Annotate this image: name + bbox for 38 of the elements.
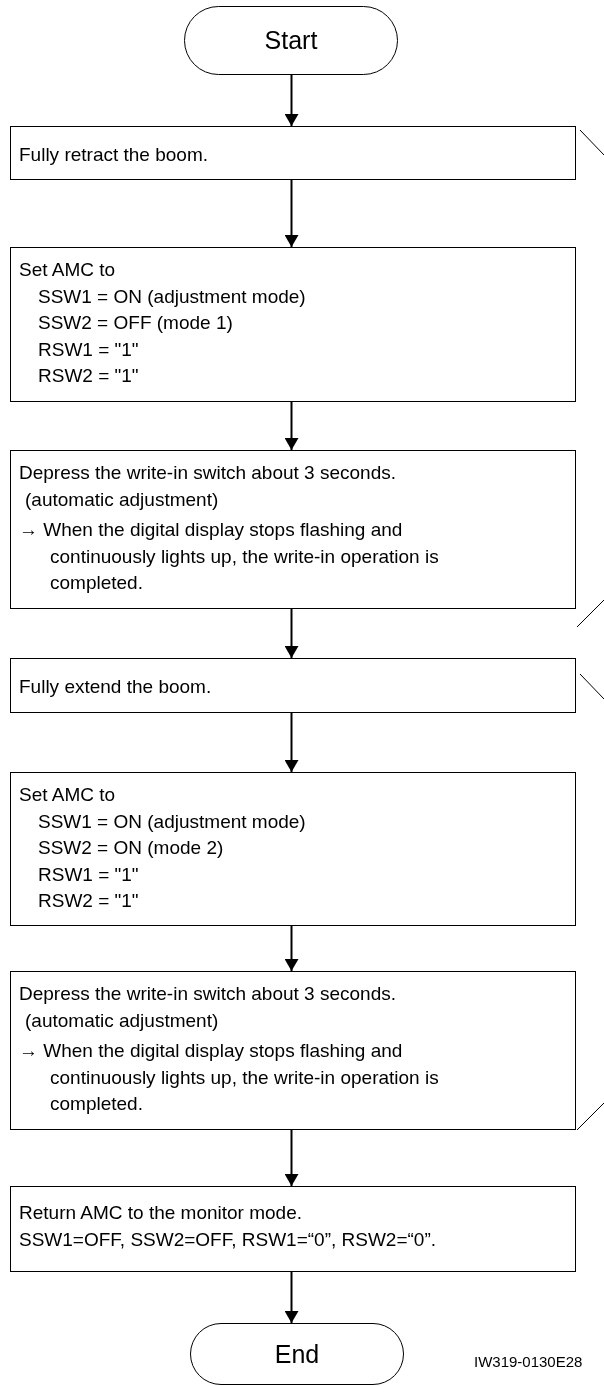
step-text: RSW1 = "1": [37, 862, 140, 887]
terminal-label: End: [274, 1339, 320, 1369]
step-text: Depress the write-in switch about 3 seconds.: [19, 982, 397, 1006]
process-box: [10, 247, 576, 402]
step-text: SSW1 = ON (adjustment mode): [37, 809, 307, 834]
arrow: [284, 712, 299, 773]
arrow: [284, 608, 299, 659]
arrow: [284, 74, 299, 127]
step-text: SSW1 = ON (adjustment mode): [37, 284, 307, 309]
step-text: Fully retract the boom.: [19, 143, 210, 167]
figure-code: IW319-0130E28: [474, 1353, 583, 1370]
process-box: [10, 450, 576, 609]
step-text: → When the digital display stops flashing and continuously lights up, the write-in operation is completed.: [19, 1039, 440, 1116]
step-text: Fully extend the boom.: [19, 675, 213, 699]
terminal-label: Start: [264, 26, 318, 55]
process-box: [10, 126, 576, 180]
process-box: [10, 658, 576, 713]
arrow: [284, 401, 299, 451]
step-text: (automatic adjustment): [24, 1008, 220, 1033]
step-text: SSW1=OFF, SSW2=OFF, RSW1=“0”, RSW2=“0”.: [19, 1227, 438, 1252]
arrow: [284, 1129, 299, 1187]
step-text: Set AMC to: [19, 783, 117, 807]
step-text: → When the digital display stops flashing and continuously lights up, the write-in operation is completed.: [19, 518, 440, 595]
arrow: [284, 1271, 299, 1324]
step-text: Return AMC to the monitor mode.: [19, 1201, 303, 1225]
step-text: Set AMC to: [19, 258, 117, 282]
arrow: [284, 179, 299, 248]
step-text: RSW1 = "1": [37, 337, 140, 362]
step-text: Depress the write-in switch about 3 seconds.: [19, 461, 397, 485]
process-box: [10, 1186, 576, 1272]
process-box: [10, 971, 576, 1130]
step-text: (automatic adjustment): [24, 487, 220, 512]
step-text: SSW2 = ON (mode 2): [37, 836, 225, 860]
process-box: [10, 772, 576, 926]
step-text: RSW2 = "1": [37, 364, 140, 388]
step-text: SSW2 = OFF (mode 1): [37, 311, 234, 335]
arrow: [284, 925, 299, 972]
step-text: RSW2 = "1": [37, 889, 140, 913]
